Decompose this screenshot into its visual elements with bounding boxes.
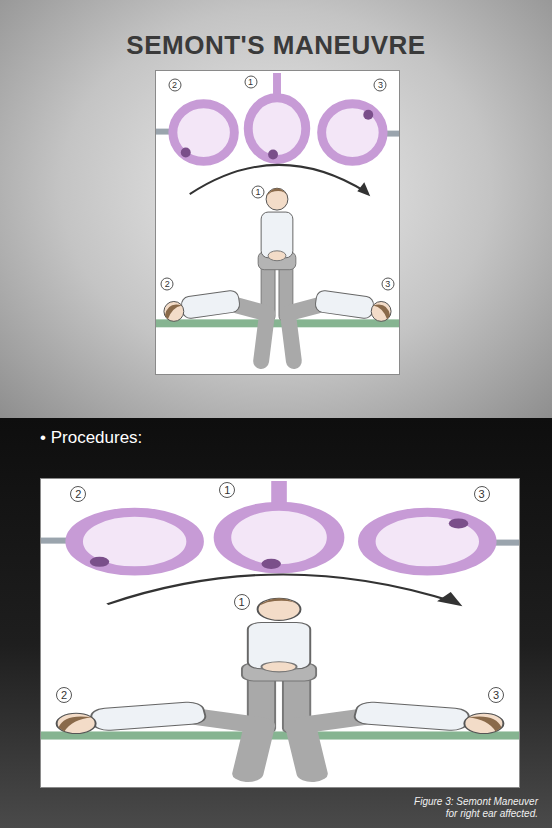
callout-number: 2 [161, 277, 174, 290]
callout-number: 3 [374, 79, 387, 92]
figure-caption: Figure 3: Semont Maneuver for right ear … [408, 796, 538, 820]
callout-number: 1 [251, 186, 264, 199]
illustration-frame [155, 70, 400, 375]
callout-number: 2 [70, 486, 86, 502]
callout-number: 2 [168, 79, 181, 92]
bullet-heading: • Procedures: [40, 428, 142, 448]
maneuver-illustration [41, 479, 519, 787]
callout-number: 1 [219, 482, 235, 498]
callout-number: 3 [474, 486, 490, 502]
maneuver-illustration [156, 71, 399, 374]
slide-title: SEMONT'S MANEUVRE [0, 30, 552, 61]
callout-number: 1 [244, 76, 257, 89]
callout-number: 3 [381, 277, 394, 290]
callout-number: 3 [488, 687, 504, 703]
illustration-frame [40, 478, 520, 788]
callout-number: 2 [56, 687, 72, 703]
callout-number: 1 [234, 594, 250, 610]
